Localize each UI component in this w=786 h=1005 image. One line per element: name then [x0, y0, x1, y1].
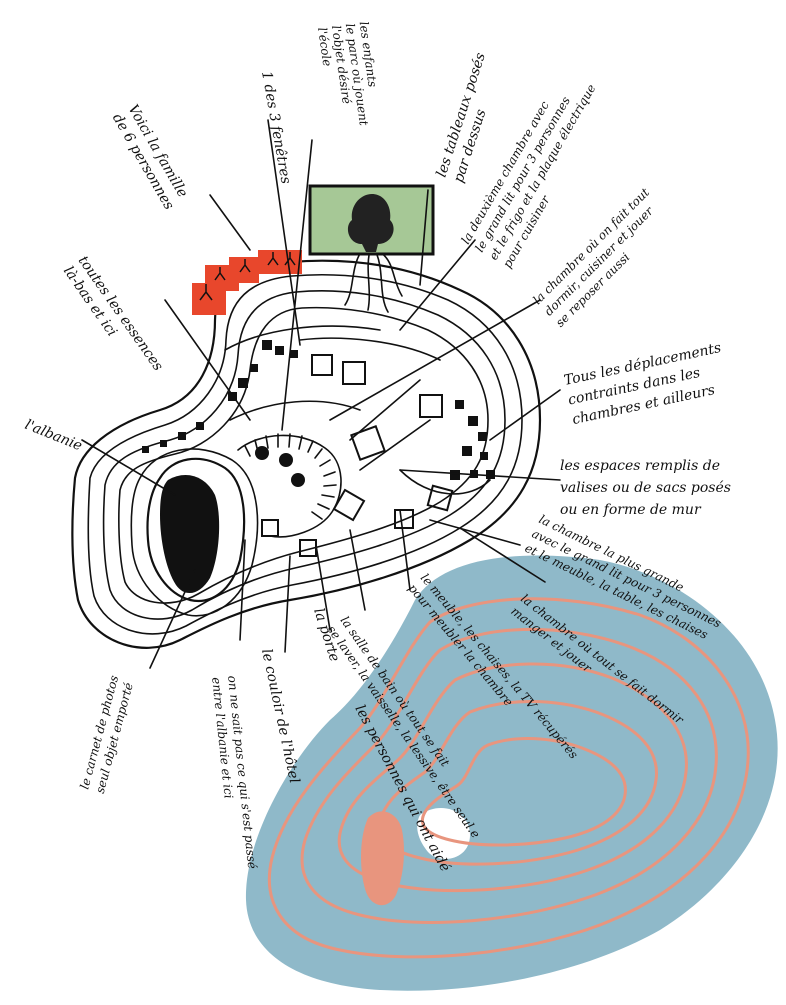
apartment-plan — [71, 249, 542, 649]
annot-on-ne-sait: on ne sait pas ce qui s'est passé entre … — [209, 675, 260, 875]
couloir-hatches — [244, 433, 337, 520]
hotel-blob — [245, 555, 778, 991]
annot-chambre-tout: la chambre où on fait tout dormir, cuisi… — [530, 183, 677, 330]
annot-fenetres: 1 des 3 fenêtres — [258, 70, 294, 185]
outer-contour-4 — [118, 306, 489, 604]
albanie-oval-ring — [130, 448, 259, 617]
annot-carnet: le carnet de photos seul objet emporté — [77, 670, 137, 795]
tree-roots — [344, 249, 403, 313]
blue-blob-inner-notch — [417, 807, 470, 859]
annot-famille: Voici la famille de 6 personnes — [109, 102, 193, 213]
annot-albanie: l'albanie — [23, 417, 85, 454]
tree-photo — [308, 184, 435, 256]
annot-essences: toutes les essences là-bas et ici — [60, 253, 169, 388]
tree-icon — [347, 194, 394, 252]
albanie-oval — [146, 457, 246, 603]
annot-ecole: l'école l'objet désiré le parc où jouent… — [315, 21, 385, 135]
leader-lines — [81, 119, 561, 669]
annot-couloir: le couloir de l'hôtel — [258, 648, 302, 785]
salmon-contours — [267, 597, 750, 959]
albanie-dark-fill — [160, 475, 220, 594]
outer-contour-3 — [102, 290, 506, 620]
salmon-core — [361, 811, 404, 906]
outer-contour-1 — [71, 259, 542, 649]
annot-deplacements: Tous les déplacements contraints dans le… — [563, 339, 736, 428]
furniture — [261, 354, 454, 557]
annot-tableaux: les tableaux posés par dessus — [434, 47, 508, 185]
doors-dots — [255, 446, 305, 487]
family-figures — [192, 250, 302, 315]
annot-espaces: les espaces remplis de valises ou de sac… — [560, 458, 735, 518]
